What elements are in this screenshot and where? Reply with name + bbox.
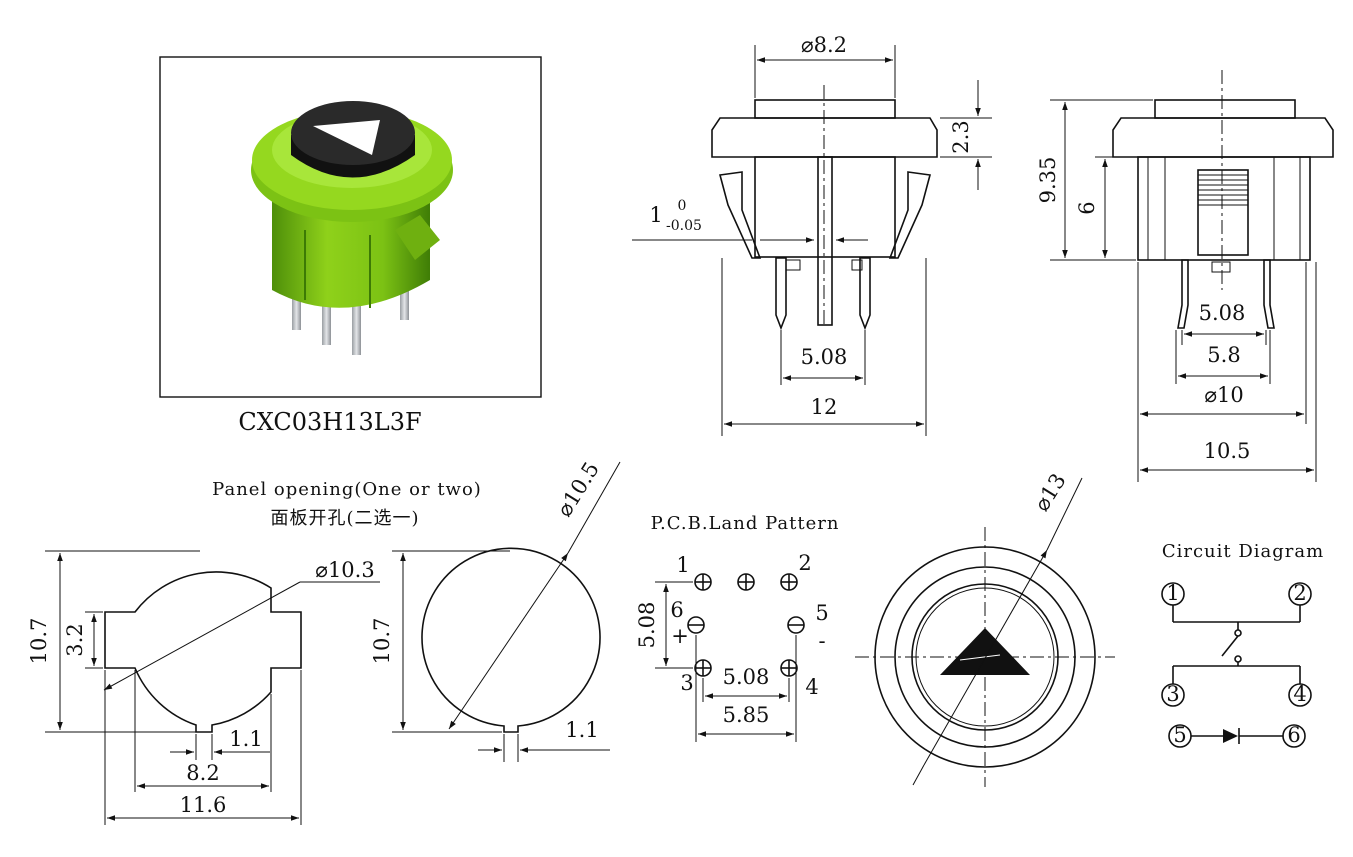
panel-cutout-2 — [421, 547, 601, 733]
pin-render — [292, 280, 301, 330]
pcb-dim-pitch: 5.08 — [723, 665, 770, 689]
dim-p1-inner: 8.2 — [186, 761, 219, 785]
dim-p1-outer: 11.6 — [180, 793, 227, 817]
diode-icon — [1223, 729, 1238, 743]
dim-p1-dia: ⌀10.3 — [315, 558, 374, 582]
triangle-icon — [313, 120, 380, 155]
circuit-title: Circuit Diagram — [1162, 541, 1324, 562]
dim-p2-notch: 1.1 — [565, 718, 598, 742]
panel-cutout-1 — [104, 571, 302, 733]
circuit-node-1: 1 — [1166, 581, 1179, 605]
dim-top-dia: ⌀13 — [1029, 469, 1070, 515]
dim-p1-tab: 3.2 — [63, 623, 87, 656]
circuit-diagram: Circuit Diagram 1 2 3 4 5 — [1161, 541, 1324, 748]
pcb-pin-5: 5 — [815, 601, 828, 625]
pcb-pin-1: 1 — [676, 553, 689, 577]
pcb-plus: + — [671, 624, 689, 648]
dim-front-width: 12 — [811, 395, 838, 419]
triangle-icon — [940, 628, 1030, 675]
panel-title-en: Panel opening(One or two) — [212, 479, 482, 500]
pin-render — [352, 295, 361, 355]
panel-opening: Panel opening(One or two) 面板开孔(二选一) 10.7… — [27, 458, 621, 825]
pin-render — [400, 270, 409, 320]
pin-render — [322, 290, 331, 345]
pcb-land-pattern: P.C.B.Land Pattern 1 2 3 4 5 6 + - 5.08 … — [635, 513, 840, 742]
pcb-dim-span: 5.85 — [723, 703, 770, 727]
dim-p2-dia: ⌀10.5 — [552, 458, 604, 521]
dim-height-body: 6 — [1075, 201, 1099, 214]
dim-p1-height: 10.7 — [27, 618, 51, 665]
panel-title-cn: 面板开孔(二选一) — [270, 508, 419, 529]
front-view: ⌀8.2 2.3 1 0 -0.05 5.08 12 — [632, 33, 992, 436]
dim-p2-height: 10.7 — [370, 618, 394, 665]
pcb-pin-4: 4 — [805, 675, 818, 699]
circuit-node-6: 6 — [1287, 723, 1300, 747]
dim-cap-h: 2.3 — [949, 120, 973, 153]
model-label: CXC03H13L3F — [238, 408, 421, 436]
pcb-pin-3: 3 — [680, 671, 693, 695]
side-view: 9.35 6 5.08 5.8 ⌀10 10.5 — [1036, 70, 1334, 482]
pcb-dim-vert: 5.08 — [635, 602, 659, 649]
dim-flange: 10.5 — [1204, 439, 1251, 463]
pcb-title: P.C.B.Land Pattern — [651, 513, 840, 534]
housing-body — [272, 190, 430, 308]
dim-body-dia: ⌀10 — [1204, 383, 1243, 407]
circuit-node-4: 4 — [1293, 682, 1306, 706]
dim-top-dia: ⌀8.2 — [801, 33, 847, 57]
dim-tol-main: 1 — [649, 203, 662, 227]
dim-tol-lower: -0.05 — [666, 218, 702, 234]
circuit-node-3: 3 — [1166, 682, 1179, 706]
dim-front-pitch: 5.08 — [801, 345, 848, 369]
circuit-node-5: 5 — [1173, 723, 1186, 747]
dim-p1-notch: 1.1 — [229, 727, 262, 751]
dim-height-total: 9.35 — [1036, 157, 1060, 204]
circuit-node-2: 2 — [1293, 581, 1306, 605]
product-render: CXC03H13L3F — [159, 56, 542, 436]
dim-side-pitch: 5.08 — [1199, 301, 1246, 325]
dim-tol-upper: 0 — [678, 198, 687, 214]
pcb-minus: - — [818, 629, 825, 653]
pcb-pin-6: 6 — [670, 598, 683, 622]
housing-clip — [395, 215, 440, 260]
pcb-pin-2: 2 — [798, 551, 811, 575]
dim-pin-span: 5.8 — [1207, 343, 1240, 367]
top-view: ⌀13 — [855, 469, 1115, 787]
